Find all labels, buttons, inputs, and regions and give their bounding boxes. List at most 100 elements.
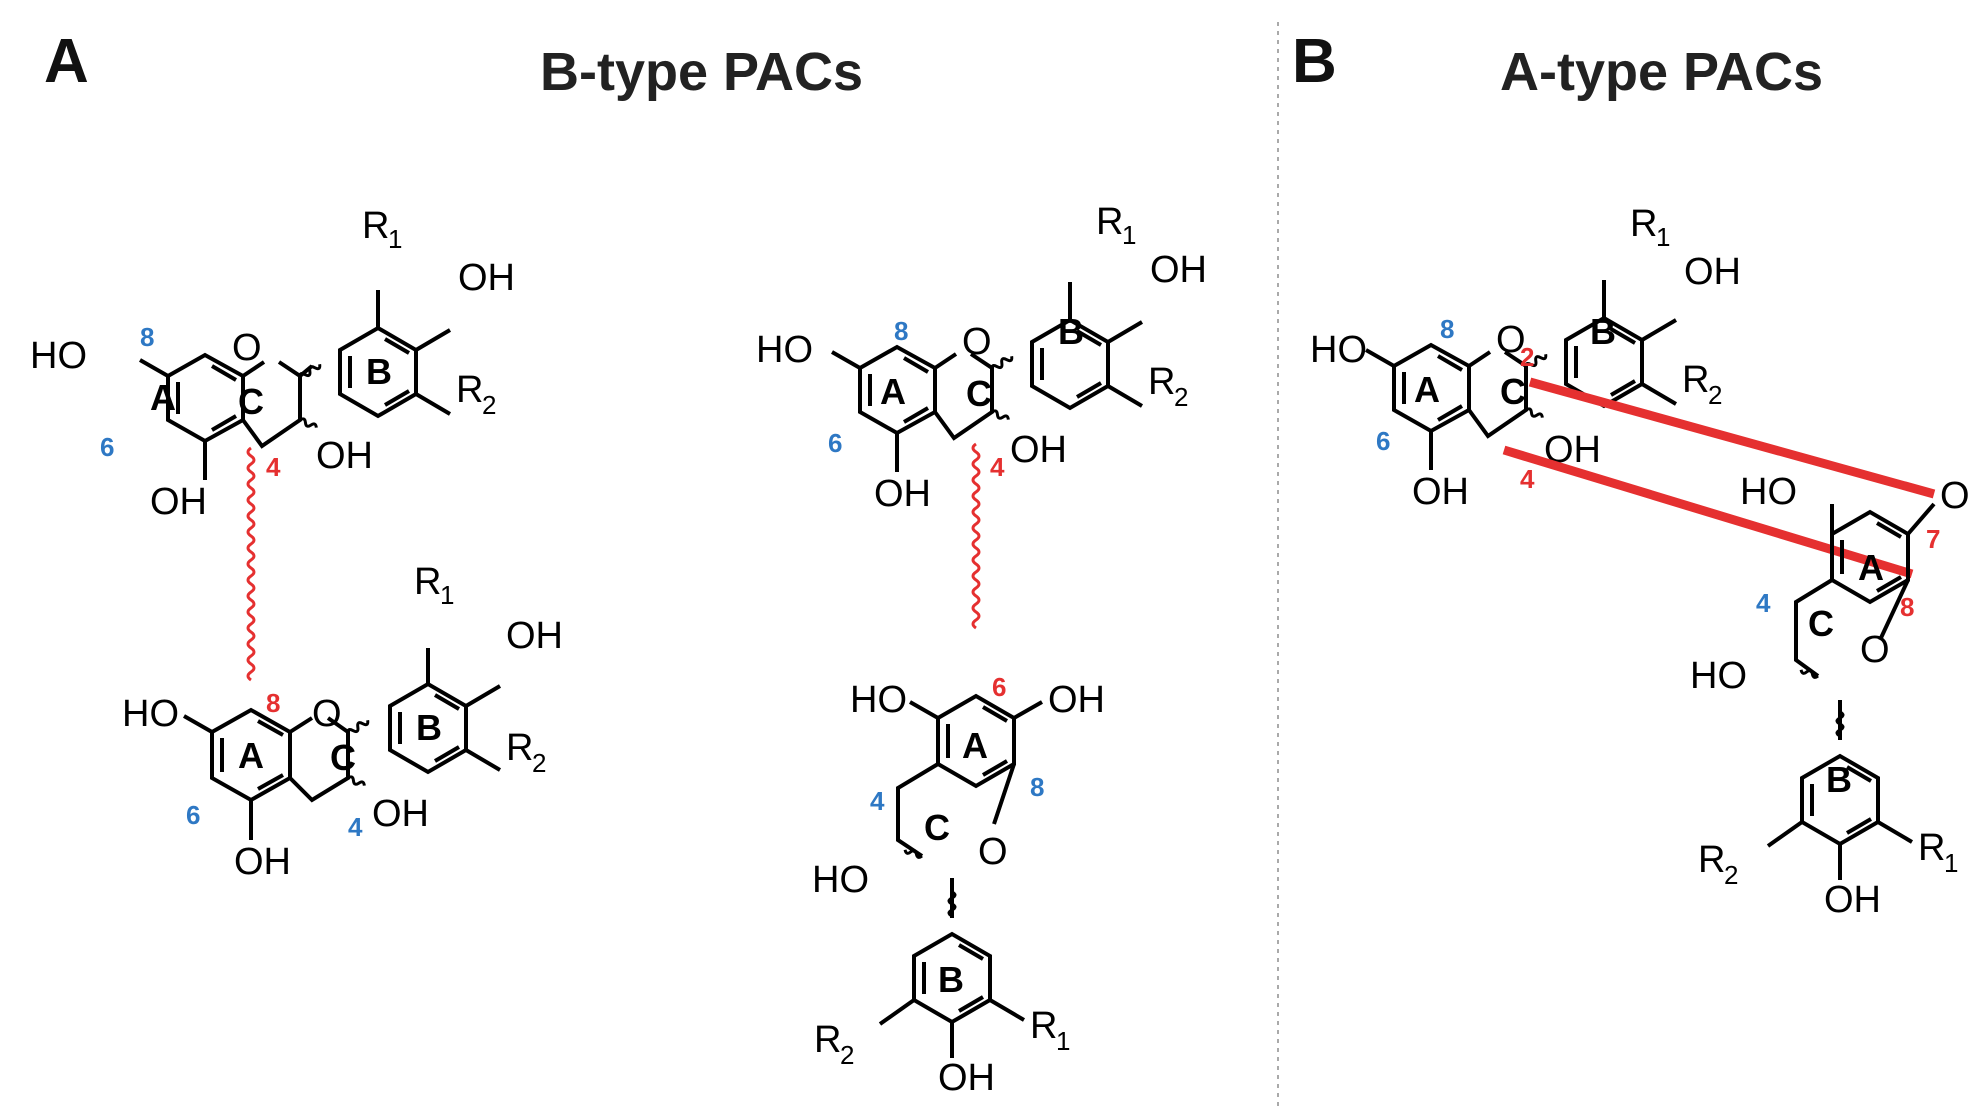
a1-o-ring: O (232, 327, 262, 369)
structure-a1-lower (183, 648, 502, 840)
a2l-ring-c: C (924, 807, 950, 848)
a1-r2: R (456, 369, 483, 411)
a2l-r1: R (1030, 1005, 1057, 1047)
a2-r1: R (1096, 201, 1123, 243)
a1-oh-bottom: OH (150, 481, 207, 523)
a1-ring-a: A (150, 377, 176, 418)
b-r1: R (1630, 203, 1657, 245)
b-r2-sub: 2 (1708, 380, 1722, 410)
a2l-oh-b: OH (938, 1057, 995, 1099)
panel-b-title: A-type PACs (1500, 42, 1823, 102)
a1l-pos-6: 6 (186, 800, 200, 830)
a2l-ring-a: A (962, 725, 988, 766)
a1-r2-sub: 2 (482, 390, 496, 420)
b-ring-c: C (1500, 371, 1526, 412)
a2-pos-8: 8 (894, 316, 908, 346)
b-lower-oh-b: OH (1824, 879, 1881, 921)
a1l-oh-c3: OH (372, 793, 429, 835)
a1l-pos-4: 4 (348, 812, 363, 842)
a1l-pos-8: 8 (266, 688, 280, 718)
a2-r2-sub: 2 (1174, 382, 1188, 412)
a2l-r2-sub: 2 (840, 1040, 854, 1070)
a2-pos-4: 4 (990, 452, 1005, 482)
panel-a-letter: A (44, 27, 89, 96)
a1l-ho: HO (122, 693, 179, 735)
b-lower-pos-7: 7 (1926, 524, 1940, 554)
a2l-ho: HO (812, 859, 869, 901)
b-r1-sub: 1 (1656, 222, 1670, 252)
structure-b-upper (1365, 280, 1678, 470)
a2l-ho-left: HO (850, 679, 907, 721)
a1l-oh-b: OH (506, 615, 563, 657)
a1-oh-b: OH (458, 257, 515, 299)
a1-pos-4: 4 (266, 452, 281, 482)
a1-ho-left: HO (30, 335, 87, 377)
b-o: O (1496, 319, 1526, 361)
a1l-o: O (312, 693, 342, 735)
a2-oh-bottom: OH (874, 473, 931, 515)
a2-ring-c: C (966, 373, 992, 414)
a2-o: O (962, 321, 992, 363)
a2l-oh-right: OH (1048, 679, 1105, 721)
a2-r2: R (1148, 361, 1175, 403)
structure-a2-lower (878, 693, 1043, 1058)
a1-r1: R (362, 205, 389, 247)
b-ho: HO (1310, 329, 1367, 371)
b-oh-b: OH (1684, 251, 1741, 293)
a2-oh-b: OH (1150, 249, 1207, 291)
a2l-pos-6: 6 (992, 672, 1006, 702)
b-lower-pos-8: 8 (1900, 592, 1914, 622)
a1-pos-6: 6 (100, 432, 114, 462)
b-pos-8: 8 (1440, 314, 1454, 344)
a1-oh-c3: OH (316, 435, 373, 477)
a1l-r1-sub: 1 (440, 580, 454, 610)
a2-pos-6: 6 (828, 428, 842, 458)
a1l-ring-a: A (238, 735, 264, 776)
b-pos-6: 6 (1376, 426, 1390, 456)
b-oh-bottom: OH (1412, 471, 1469, 513)
b-lower-ho-c3: HO (1690, 655, 1747, 697)
a1-r1-sub: 1 (388, 224, 402, 254)
b-ring-a: A (1414, 369, 1440, 410)
structure-b-lower (1766, 502, 1936, 880)
a2l-r2: R (814, 1019, 841, 1061)
a2l-pos-4: 4 (870, 786, 885, 816)
a2-r1-sub: 1 (1122, 220, 1136, 250)
a1l-oh-bottom: OH (234, 841, 291, 883)
a1l-r2: R (506, 727, 533, 769)
a1l-ring-c: C (330, 737, 356, 778)
a1l-r1: R (414, 561, 441, 603)
a2l-ring-b: B (938, 959, 964, 1000)
b-ring-b: B (1590, 311, 1616, 352)
panel-b-letter: B (1292, 27, 1337, 96)
a1-ring-c: C (238, 381, 264, 422)
b-pos-4: 4 (1520, 464, 1535, 494)
b-lower-ho: HO (1740, 471, 1797, 513)
a2-linkage-4-6 (971, 442, 981, 630)
b-linkage-2-7 (1528, 377, 1936, 499)
b-lower-r1: R (1918, 827, 1945, 869)
b-lower-ring-c: C (1808, 603, 1834, 644)
structure-a1-upper (139, 290, 452, 480)
a1-ring-b: B (366, 351, 392, 392)
b-lower-o-bridge: O (1940, 475, 1970, 517)
structure-a2-upper (831, 282, 1144, 472)
b-lower-pos-4: 4 (1756, 588, 1771, 618)
a1l-ring-b: B (416, 707, 442, 748)
a2-ring-a: A (880, 371, 906, 412)
b-lower-r2-sub: 2 (1724, 860, 1738, 890)
b-lower-ring-b: B (1826, 759, 1852, 800)
b-lower-o: O (1860, 629, 1890, 671)
a2l-o: O (978, 831, 1008, 873)
a1l-r2-sub: 2 (532, 748, 546, 778)
b-r2: R (1682, 359, 1709, 401)
a2l-pos-8: 8 (1030, 772, 1044, 802)
panel-a-title: B-type PACs (540, 42, 863, 102)
a2-ring-b: B (1058, 311, 1084, 352)
b-lower-r2: R (1698, 839, 1725, 881)
a1-pos-8: 8 (140, 322, 154, 352)
a2-ho: HO (756, 329, 813, 371)
a2l-r1-sub: 1 (1056, 1026, 1070, 1056)
b-pos-2: 2 (1520, 342, 1534, 372)
